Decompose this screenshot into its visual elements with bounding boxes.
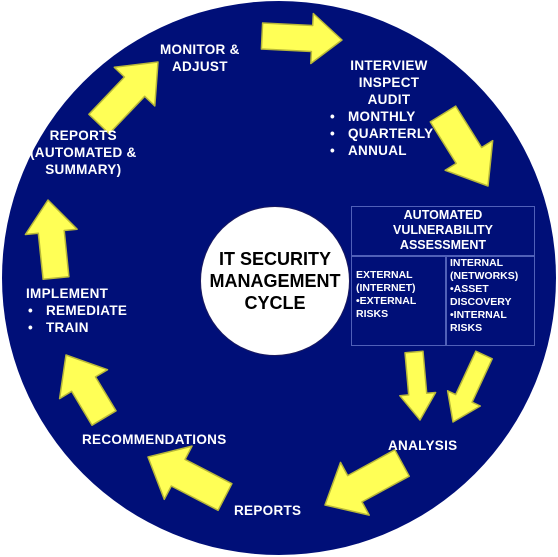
- arrow-interview-to-assessment: [429, 105, 494, 187]
- implement-list: REMEDIATE TRAIN: [26, 302, 127, 336]
- arrow-recommendations-to-implement: [58, 354, 117, 426]
- center-hub: IT SECURITY MANAGEMENT CYCLE: [200, 206, 350, 356]
- arrow-monitor-to-interview: [260, 12, 343, 65]
- internal-line: •ASSET: [450, 283, 489, 295]
- vulnerability-title: AUTOMATED VULNERABILITY ASSESSMENT: [351, 206, 535, 256]
- reports-bottom-label: REPORTS: [234, 503, 302, 518]
- implement-title: IMPLEMENT: [26, 286, 109, 301]
- implement-item-remediate: REMEDIATE: [26, 302, 127, 319]
- arrow-implement-to-reports: [24, 199, 78, 281]
- arrow-analysis-to-reports: [324, 449, 410, 516]
- external-line: RISKS: [356, 308, 389, 320]
- vuln-title-line3: ASSESSMENT: [399, 238, 487, 252]
- reports-left-label: REPORTS (AUTOMATED & SUMMARY): [30, 127, 137, 178]
- vulnerability-assessment-box: AUTOMATED VULNERABILITY ASSESSMENT EXTER…: [351, 206, 535, 346]
- implement-label: IMPLEMENT REMEDIATE TRAIN: [26, 285, 127, 336]
- arrow-external-to-analysis: [399, 350, 437, 421]
- vuln-title-line2: VULNERABILITY: [393, 223, 493, 237]
- interview-item-monthly: MONTHLY: [328, 108, 442, 125]
- reports-left-line2: (AUTOMATED &: [30, 145, 137, 160]
- interview-label: INTERVIEW INSPECT AUDIT MONTHLY QUARTERL…: [330, 57, 442, 159]
- monitor-line2: ADJUST: [171, 59, 228, 74]
- center-title-line2: MANAGEMENT: [209, 271, 341, 291]
- interview-list: MONTHLY QUARTERLY ANNUAL: [328, 108, 442, 159]
- interview-line3: AUDIT: [367, 92, 411, 107]
- internal-line: (NETWORKS): [450, 270, 519, 282]
- vuln-title-line1: AUTOMATED: [403, 208, 483, 222]
- external-cell: EXTERNAL (INTERNET) •EXTERNAL RISKS: [351, 256, 446, 346]
- internal-line: •INTERNAL: [450, 309, 507, 321]
- interview-item-quarterly: QUARTERLY: [328, 125, 442, 142]
- external-line: •EXTERNAL: [356, 295, 417, 307]
- internal-cell: INTERNAL (NETWORKS) •ASSET DISCOVERY •IN…: [446, 256, 535, 346]
- reports-left-line1: REPORTS: [49, 128, 117, 143]
- interview-line1: INTERVIEW: [350, 58, 428, 73]
- external-line: (INTERNET): [356, 282, 416, 294]
- internal-line: INTERNAL: [450, 257, 504, 269]
- internal-line: DISCOVERY: [450, 296, 512, 308]
- recommendations-label: RECOMMENDATIONS: [82, 432, 227, 447]
- interview-item-annual: ANNUAL: [328, 142, 442, 159]
- implement-item-train: TRAIN: [26, 319, 127, 336]
- center-title-line3: CYCLE: [244, 293, 306, 313]
- monitor-adjust-label: MONITOR & ADJUST: [160, 41, 240, 75]
- reports-left-line3: SUMMARY): [45, 162, 122, 177]
- internal-line: RISKS: [450, 322, 483, 334]
- monitor-line1: MONITOR &: [160, 42, 240, 57]
- interview-line2: INSPECT: [358, 75, 420, 90]
- arrow-reports-to-monitor: [88, 61, 159, 135]
- analysis-label: ANALYSIS: [388, 438, 458, 453]
- arrow-reports-to-recommendations: [147, 445, 233, 512]
- arrow-group: [24, 12, 494, 516]
- center-title-line1: IT SECURITY: [218, 249, 331, 269]
- external-line: EXTERNAL: [356, 269, 413, 281]
- arrow-internal-to-analysis: [446, 350, 493, 423]
